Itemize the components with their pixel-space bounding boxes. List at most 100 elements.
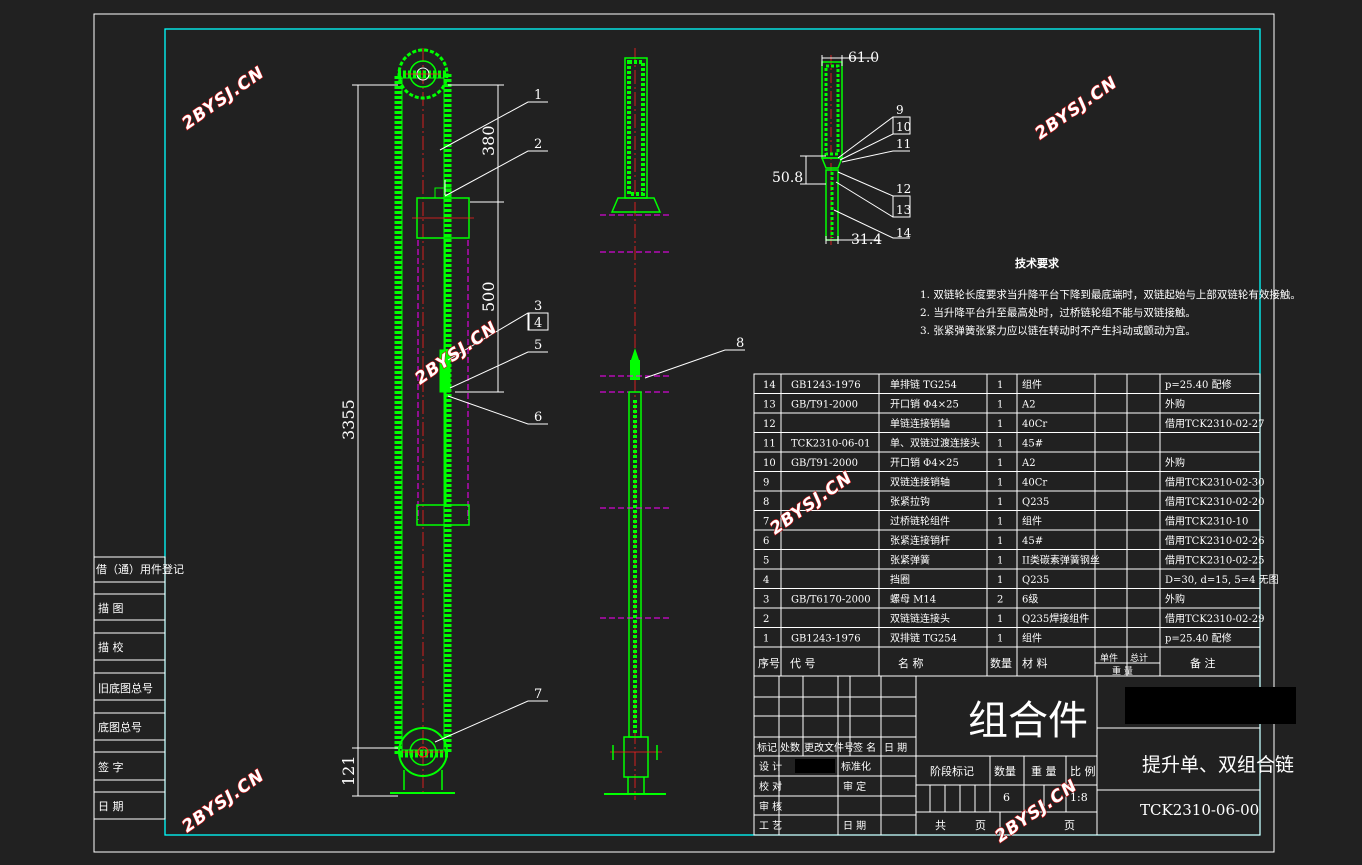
bom-cell-no: 9: [763, 478, 769, 489]
watermark: 2BYSJ.CN: [411, 318, 501, 389]
bom-cell-qty: 1: [997, 556, 1003, 567]
bom-cell-name: 挡圈: [890, 573, 910, 586]
bom-cell-qty: 1: [997, 400, 1003, 411]
bom-cell-note: 借用TCK2310-02-30: [1165, 477, 1264, 489]
side-table-cell: 签 字: [98, 760, 124, 774]
detail-view-connector: [800, 55, 911, 245]
tech-requirements-title: 技术要求: [1015, 256, 1060, 270]
bom-cell-no: 13: [763, 400, 776, 411]
bom-cell-code: GB1243-1976: [791, 634, 861, 645]
label-sheet-unit: 页: [975, 819, 986, 832]
bom-cell-note: p=25.40 配修: [1165, 378, 1232, 391]
balloon-8: 8: [736, 336, 744, 351]
bom-cell-code: GB/T91-2000: [791, 400, 858, 411]
bom-cell-qty: 1: [997, 478, 1003, 489]
outer-frame: [93, 13, 1275, 853]
label-marks: 标记: [757, 742, 777, 754]
label-review: 审 定: [843, 780, 866, 793]
bom-cell-mat: Q235: [1022, 497, 1049, 508]
tech-requirement-1: 1. 双链轮长度要求当升降平台下降到最底端时，双链起始与上部双链轮有效接触。: [920, 288, 1301, 301]
watermark: 2BYSJ.CN: [178, 63, 268, 134]
side-table-cell: 旧底图总号: [98, 681, 153, 695]
drawing-name: 提升单、双组合链: [1142, 754, 1294, 776]
bom-cell-qty: 1: [997, 634, 1003, 645]
bom-header-code: 代 号: [790, 657, 816, 670]
bom-cell-note: 借用TCK2310-02-26: [1165, 535, 1264, 547]
bom-header-single: 单件: [1100, 652, 1118, 664]
bom-cell-name: 单、双链过渡连接头: [890, 437, 980, 450]
bom-cell-no: 4: [763, 575, 769, 586]
bom-cell-note: D=30, d=15, 5=4 无图: [1165, 574, 1279, 586]
bom-cell-mat: A2: [1021, 400, 1036, 411]
front-view-dimensions: 3355 121 380 500: [339, 84, 504, 797]
drawing-number: TCK2310-06-00: [1140, 801, 1259, 819]
label-sign: 签 名: [853, 741, 876, 754]
bom-cell-no: 11: [763, 439, 776, 450]
bom-cell-qty: 1: [997, 458, 1003, 469]
side-table-cell: 日 期: [98, 800, 124, 813]
tech-requirement-3: 3. 张紧弹簧张紧力应以链在转动时不产生抖动或颤动为宜。: [920, 324, 1196, 337]
bom-header-weight: 重 量: [1112, 665, 1133, 677]
front-view-chain: [390, 48, 474, 795]
bom-cell-note: 外购: [1165, 456, 1185, 469]
bom-cell-note: 外购: [1165, 398, 1185, 411]
bom-cell-mat: II类碳素弹簧钢丝: [1022, 554, 1100, 567]
label-audit: 审 核: [759, 800, 782, 813]
label-sheet-unit-2: 页: [1064, 819, 1075, 832]
balloon-3: 3: [534, 299, 542, 314]
title-block-grid: [753, 675, 1261, 836]
redacted-block: [1125, 687, 1296, 724]
bom-cell-note: 借用TCK2310-10: [1165, 516, 1248, 528]
label-design: 设 计: [759, 760, 782, 773]
balloon-13: 13: [896, 203, 911, 217]
bom-cell-no: 3: [763, 595, 769, 606]
balloon-6: 6: [534, 410, 542, 425]
bom-cell-no: 12: [763, 419, 776, 430]
bom-cell-qty: 1: [997, 380, 1003, 391]
label-quantity: 数量: [994, 765, 1016, 778]
bom-header-material: 材 料: [1022, 656, 1048, 670]
bom-cell-no: 8: [763, 497, 769, 508]
side-table-cell: 描 图: [98, 601, 124, 615]
dim-61: 61.0: [848, 50, 879, 66]
dim-3355: 3355: [339, 399, 358, 440]
main-title: 组合件: [968, 698, 1088, 744]
bom-cell-mat: A2: [1021, 458, 1036, 469]
balloon-7: 7: [534, 687, 542, 702]
label-date-2: 日 期: [843, 820, 866, 832]
label-standardize: 标准化: [841, 760, 871, 773]
bom-header-total: 总计: [1130, 652, 1148, 664]
balloon-10: 10: [896, 120, 911, 134]
side-view-chain: [600, 48, 745, 800]
bom-cell-name: 单链连接销轴: [890, 417, 950, 430]
tech-requirement-2: 2. 当升降平台升至最高处时，过桥链轮组不能与双链接触。: [920, 306, 1196, 319]
label-weight: 重 量: [1031, 764, 1057, 778]
bom-cell-no: 5: [763, 556, 769, 567]
bom-cell-mat: 40Cr: [1022, 478, 1047, 489]
bom-cell-name: 双链连接销轴: [890, 476, 950, 489]
bom-cell-name: 张紧拉钩: [890, 495, 930, 508]
front-view-balloons: [434, 101, 549, 743]
bom-cell-qty: 1: [997, 439, 1003, 450]
dim-380: 380: [479, 125, 498, 156]
bom-cell-note: 外购: [1165, 593, 1185, 606]
bom-cell-mat: 组件: [1022, 515, 1042, 528]
bom-cell-code: GB/T91-2000: [791, 458, 858, 469]
bom-cell-qty: 1: [997, 536, 1003, 547]
bom-cell-name: 张紧弹簧: [890, 554, 930, 567]
side-table-cell: 借（通）用件登记: [96, 562, 184, 576]
balloon-12: 12: [896, 182, 911, 196]
bom-cell-note: p=25.40 配修: [1165, 632, 1232, 645]
side-registration-table: 借（通）用件登记 描 图 描 校 旧底图总号 底图总号 签 字 日 期: [93, 556, 184, 820]
dim-31-4: 31.4: [851, 232, 882, 248]
bom-header-no: 序号: [758, 656, 780, 670]
watermark: 2BYSJ.CN: [766, 468, 856, 539]
bom-cell-name: 双排链 TG254: [890, 632, 957, 645]
dim-50-8: 50.8: [772, 170, 803, 186]
scale-value: 1:8: [1070, 791, 1088, 804]
bom-cell-mat: Q235: [1022, 575, 1049, 586]
bom-cell-mat: 45#: [1022, 439, 1043, 450]
balloon-4: 4: [534, 316, 542, 331]
